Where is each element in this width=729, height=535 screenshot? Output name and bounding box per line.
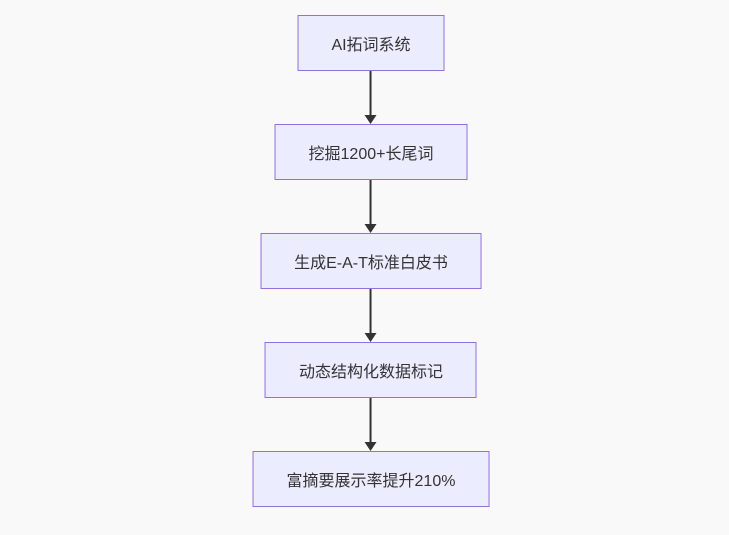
arrow-line — [370, 289, 372, 333]
arrowhead-down-icon — [365, 333, 377, 342]
arrow-line — [370, 71, 372, 115]
flow-node-longtail-mining: 挖掘1200+长尾词 — [274, 124, 468, 180]
flow-node-structured-data: 动态结构化数据标记 — [264, 342, 477, 398]
arrowhead-down-icon — [365, 442, 377, 451]
arrow-line — [370, 180, 372, 224]
flow-node-label: 生成E-A-T标准白皮书 — [294, 255, 448, 272]
flow-node-ai-keyword-system: AI拓词系统 — [297, 15, 445, 71]
flow-node-label: 动态结构化数据标记 — [298, 364, 443, 381]
flowchart: AI拓词系统 挖掘1200+长尾词 生成E-A-T标准白皮书 动态结构化数据标记 — [252, 15, 490, 507]
arrow-line — [370, 398, 372, 442]
flow-node-label: 富摘要展示率提升210% — [286, 473, 456, 490]
flow-node-label: 挖掘1200+长尾词 — [308, 146, 434, 163]
flow-arrow-2 — [365, 180, 377, 233]
flow-arrow-4 — [365, 398, 377, 451]
flow-node-rich-snippet-result: 富摘要展示率提升210% — [252, 451, 490, 507]
flow-arrow-1 — [365, 71, 377, 124]
flow-node-label: AI拓词系统 — [331, 37, 411, 54]
flow-node-eat-whitepaper: 生成E-A-T标准白皮书 — [260, 233, 482, 289]
flow-arrow-3 — [365, 289, 377, 342]
arrowhead-down-icon — [365, 224, 377, 233]
arrowhead-down-icon — [365, 115, 377, 124]
